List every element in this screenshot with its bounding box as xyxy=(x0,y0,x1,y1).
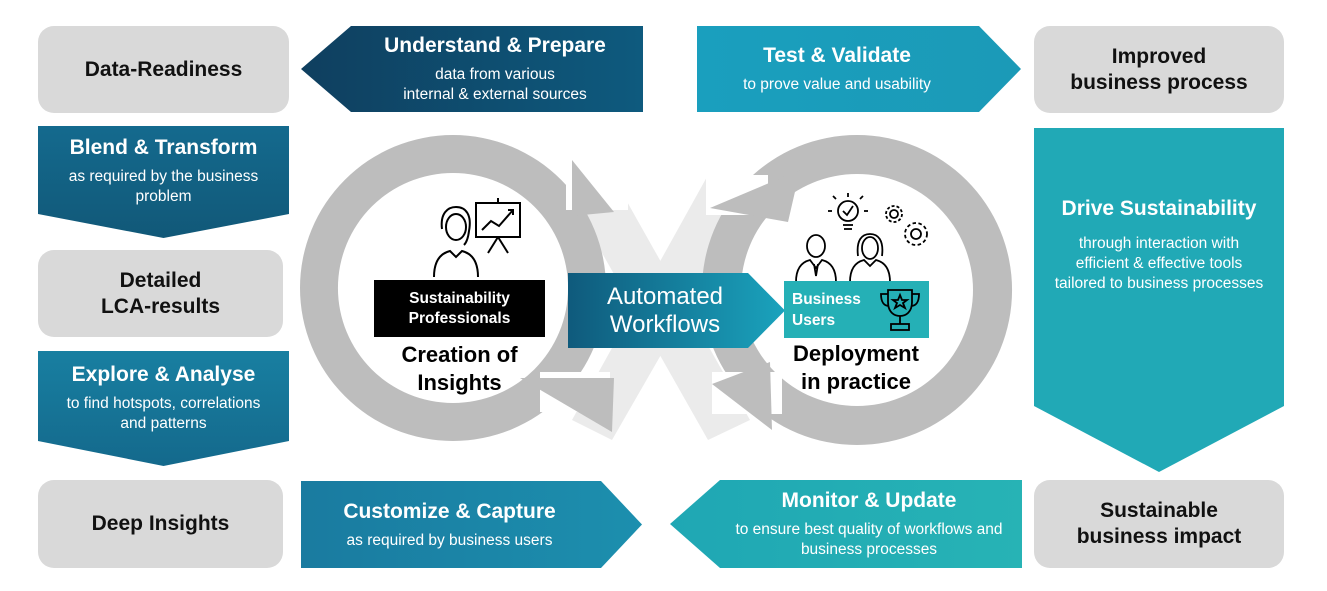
trophy-icon xyxy=(880,289,920,331)
data-readiness-label: Data-Readiness xyxy=(84,57,243,81)
improved-line1: Improved xyxy=(1111,44,1207,68)
professionals-line2: Professionals xyxy=(408,309,511,327)
customize-title: Customize & Capture xyxy=(343,499,556,523)
test-title: Test & Validate xyxy=(763,44,911,67)
test-validate-arrow: Test & Validate to prove value and usabi… xyxy=(697,26,1021,112)
gears-icon xyxy=(885,205,928,246)
deployment-in-practice-caption: Deployment in practice xyxy=(773,340,939,396)
blend-title: Blend & Transform xyxy=(69,136,258,159)
deployment-line2: in practice xyxy=(800,369,912,394)
test-desc: to prove value and usability xyxy=(743,76,931,93)
understand-title: Understand & Prepare xyxy=(384,34,606,57)
business-users-box: Business Users xyxy=(784,281,929,338)
understand-desc-line1: data from various xyxy=(435,66,555,83)
drive-desc: through interaction with efficient & eff… xyxy=(1054,235,1264,292)
blend-desc: as required by the business problem xyxy=(68,168,259,205)
deep-insights-box: Deep Insights xyxy=(38,480,283,568)
understand-prepare-arrow: Understand & Prepare data from various i… xyxy=(301,26,643,112)
right-ring-arrowhead-bottom xyxy=(712,362,772,430)
business-users-label: Business Users xyxy=(792,289,872,331)
drive-title: Drive Sustainability xyxy=(1061,197,1257,220)
drive-sustainability-shape: Drive Sustainability through interaction… xyxy=(1034,128,1284,472)
explore-analyse-shape: Explore & Analyse to find hotspots, corr… xyxy=(38,351,289,466)
customize-desc: as required by business users xyxy=(346,531,553,549)
deep-insights-label: Deep Insights xyxy=(91,512,230,535)
presenter-chart-icon xyxy=(433,198,521,278)
business-users-line2: Users xyxy=(792,312,836,329)
lca-results-box: Detailed LCA-results xyxy=(38,250,283,337)
sustainable-line2: business impact xyxy=(1076,525,1242,548)
understand-desc-line2: internal & external sources xyxy=(403,86,587,103)
creation-line2: Insights xyxy=(417,370,502,395)
professionals-line1: Sustainability xyxy=(409,289,510,307)
business-people-icon xyxy=(795,233,891,282)
business-users-line1: Business xyxy=(792,291,861,308)
customize-capture-arrow: Customize & Capture as required by busin… xyxy=(301,481,642,568)
improved-process-box: Improved business process xyxy=(1034,26,1284,113)
data-readiness-box: Data-Readiness xyxy=(38,26,289,113)
creation-of-insights-caption: Creation of Insights xyxy=(378,341,541,397)
monitor-update-arrow: Monitor & Update to ensure best quality … xyxy=(670,480,1022,568)
right-ring-arrowhead-top xyxy=(710,170,800,222)
left-ring-arrowhead-bottom xyxy=(520,378,614,432)
explore-title: Explore & Analyse xyxy=(71,362,256,386)
monitor-desc: to ensure best quality of workflows and … xyxy=(735,521,1003,558)
creation-line1: Creation of xyxy=(401,342,518,367)
automated-line2: Workflows xyxy=(609,310,721,338)
improved-line2: business process xyxy=(1070,70,1248,94)
sustainability-professionals-label: Sustainability Professionals xyxy=(374,280,545,337)
sustainable-impact-box: Sustainable business impact xyxy=(1034,480,1284,568)
blend-transform-shape: Blend & Transform as required by the bus… xyxy=(38,126,289,238)
sustainable-line1: Sustainable xyxy=(1100,499,1218,522)
automated-workflows-arrow: Automated Workflows xyxy=(568,273,785,348)
lca-line2: LCA-results xyxy=(100,294,221,318)
explore-desc: to find hotspots, correlations and patte… xyxy=(66,394,261,432)
lightbulb-icon xyxy=(828,193,868,230)
automated-line1: Automated xyxy=(606,282,724,310)
left-ring-arrowhead-top xyxy=(572,160,614,216)
deployment-line1: Deployment xyxy=(793,341,919,366)
automated-workflows-label: Automated Workflows xyxy=(590,283,740,339)
monitor-title: Monitor & Update xyxy=(781,489,957,512)
lca-line1: Detailed xyxy=(119,268,202,292)
understand-desc: data from various internal & external so… xyxy=(403,65,587,105)
